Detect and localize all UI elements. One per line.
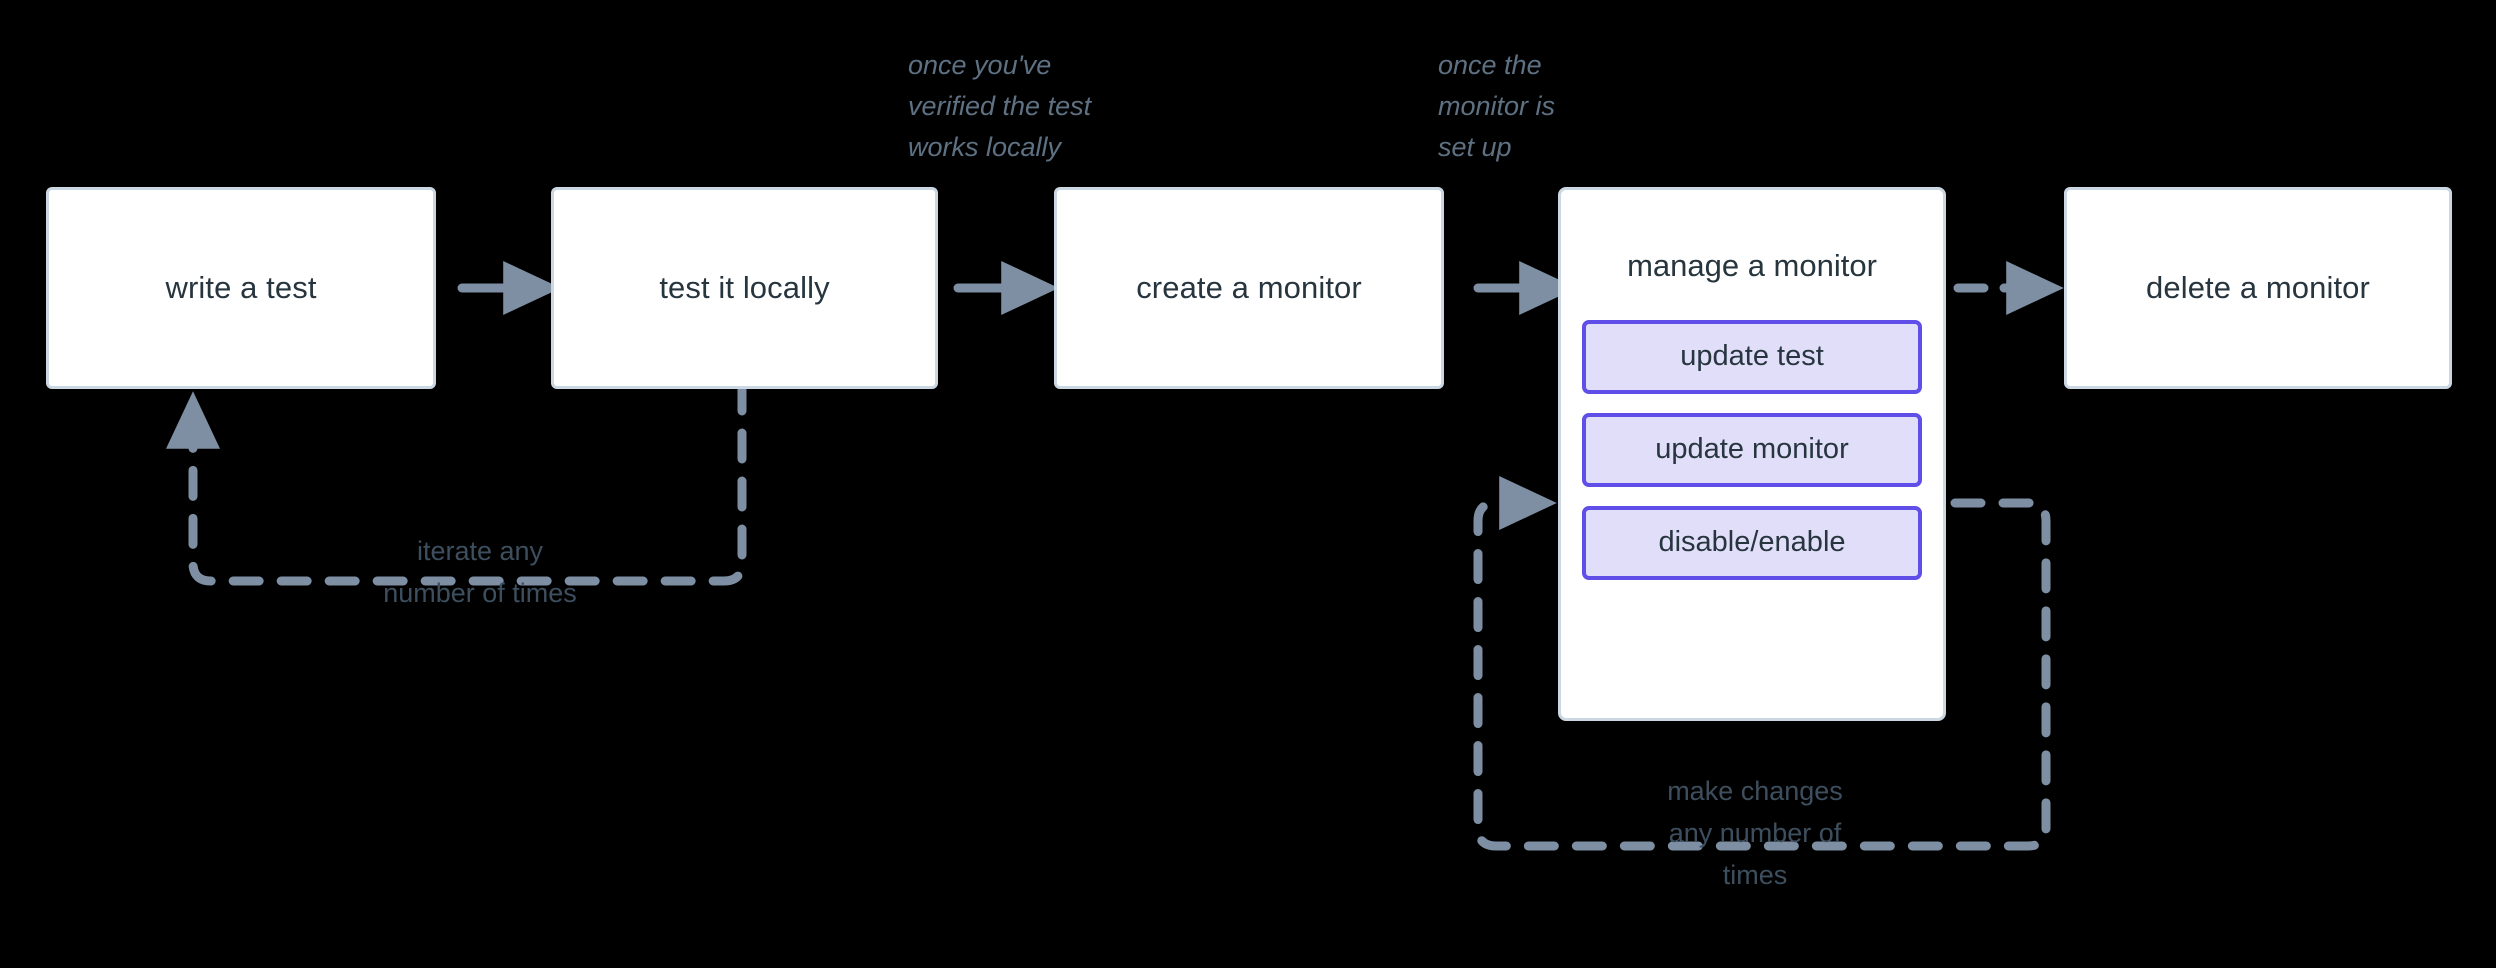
node-delete-a-monitor[interactable]: delete a monitor <box>2064 187 2452 389</box>
sub-node-update-test[interactable]: update test <box>1582 319 1922 394</box>
annotation-verified-locally: once you've verified the test works loca… <box>908 50 1092 163</box>
node-label: test it locally <box>659 269 830 305</box>
node-label: write a test <box>165 269 317 305</box>
group-title: manage a monitor <box>1627 248 1877 283</box>
node-test-it-locally[interactable]: test it locally <box>551 187 938 389</box>
node-label: delete a monitor <box>2146 269 2370 305</box>
edge-label-iterate-loop: iterate any number of times <box>383 536 577 608</box>
annotation-monitor-set-up: once the monitor is set up <box>1438 50 1556 163</box>
sub-node-label: update test <box>1680 340 1824 373</box>
sub-node-label: update monitor <box>1655 433 1849 466</box>
node-manage-a-monitor[interactable]: manage a monitor update test update moni… <box>1558 187 1946 721</box>
node-label: create a monitor <box>1136 269 1362 305</box>
sub-node-label: disable/enable <box>1658 526 1846 559</box>
sub-node-update-monitor[interactable]: update monitor <box>1582 412 1922 487</box>
sub-node-disable-enable[interactable]: disable/enable <box>1582 505 1922 580</box>
edge-label-make-changes-loop: make changes any number of times <box>1667 776 1843 890</box>
node-create-a-monitor[interactable]: create a monitor <box>1054 187 1444 389</box>
node-write-a-test[interactable]: write a test <box>46 187 436 389</box>
